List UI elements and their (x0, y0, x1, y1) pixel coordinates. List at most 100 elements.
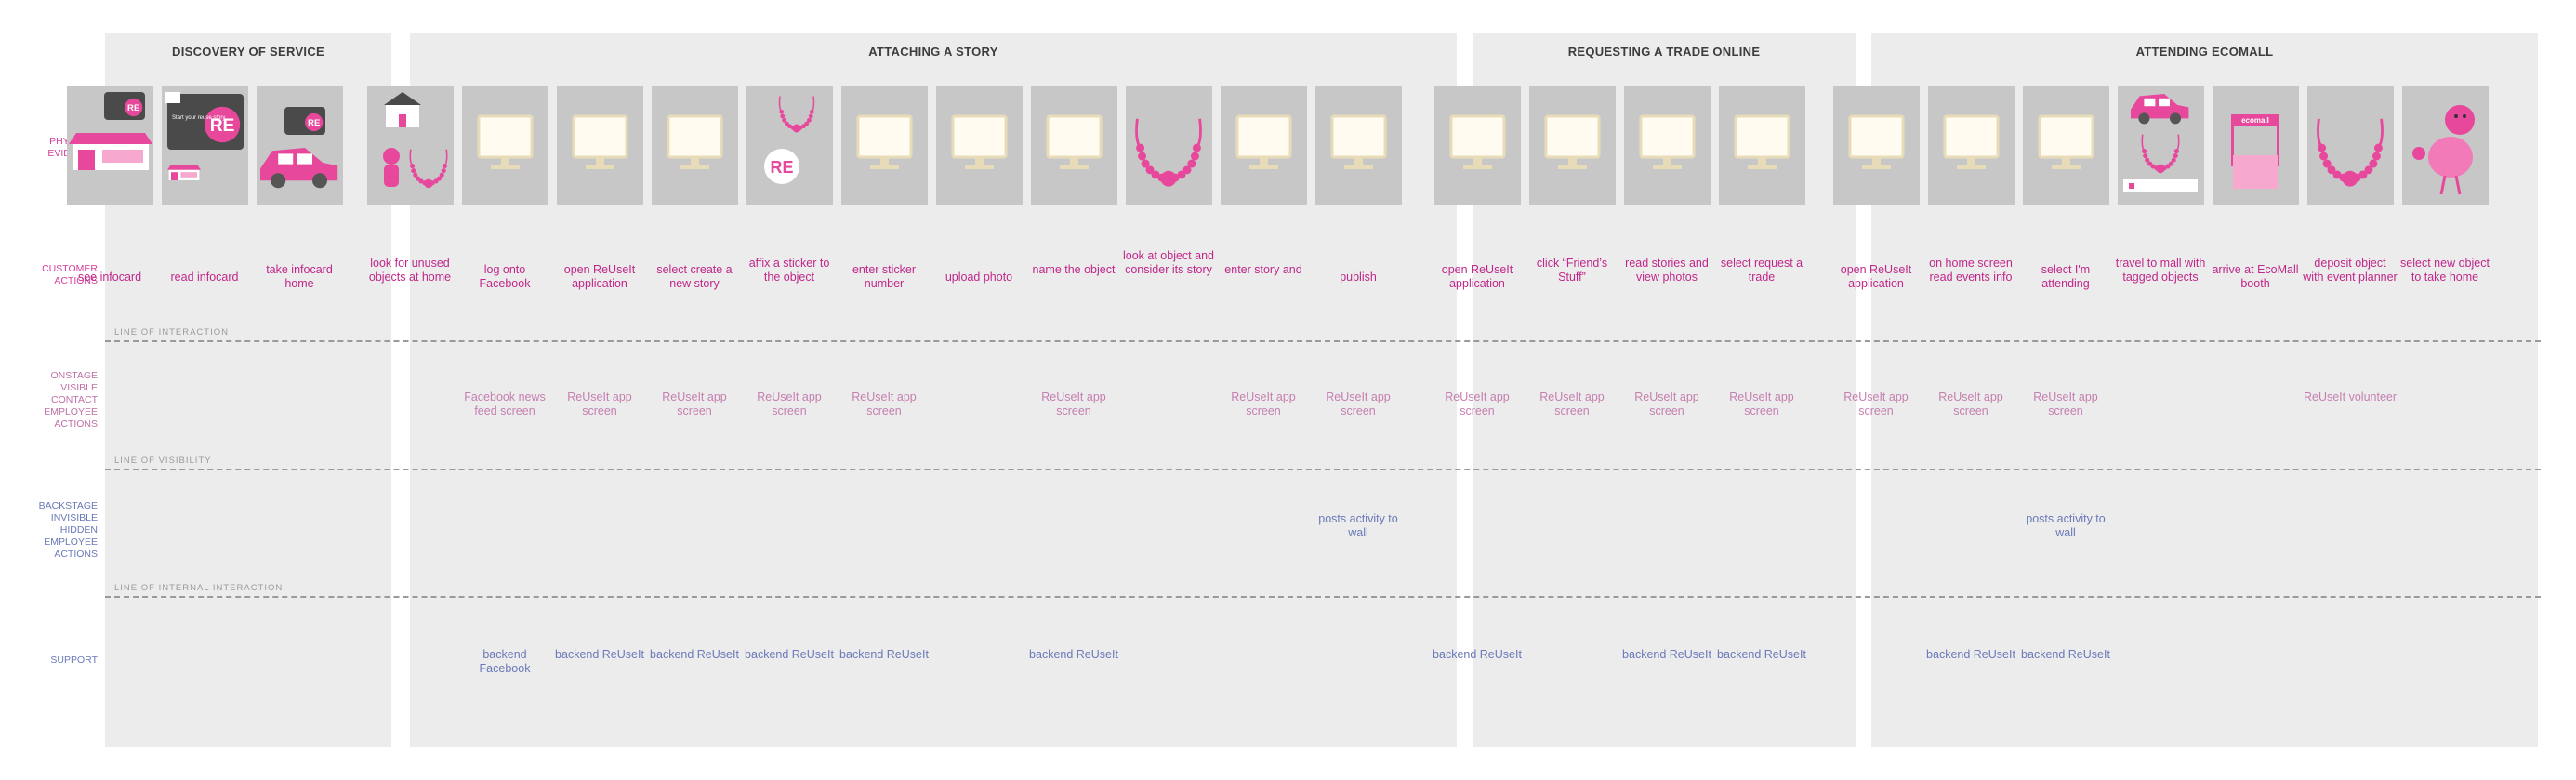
monitor-icon (1449, 114, 1505, 169)
monitor-icon (1330, 114, 1386, 169)
divider-line-interaction (105, 340, 2541, 342)
monitor-icon (667, 114, 722, 169)
physical-evidence-card (1927, 86, 2015, 205)
row-label-support: SUPPORT (50, 654, 98, 666)
customer-action: click “Friend’s Stuff” (1536, 256, 1608, 284)
phase-title: DISCOVERY OF SERVICE (172, 45, 324, 59)
customer-action: see infocard (77, 270, 142, 284)
monitor-icon (1046, 114, 1102, 169)
customer-action: on home screen read events info (1929, 256, 2013, 284)
divider-label-visibility: LINE OF VISIBILITY (114, 456, 212, 466)
ecomall-booth-icon: ecomall (2230, 114, 2279, 189)
physical-evidence-card (2117, 86, 2204, 205)
divider-line-internal (105, 596, 2541, 598)
customer-action: read infocard (170, 270, 239, 284)
support-process: backend ReUseIt (1029, 648, 1118, 661)
physical-evidence-card (935, 86, 1023, 205)
customer-action: open ReUseIt application (1840, 263, 1912, 290)
onstage-action: ReUseIt app screen (1938, 390, 2003, 417)
physical-evidence-card: RE (66, 86, 153, 205)
onstage-action: ReUseIt app screen (662, 390, 727, 417)
customer-action: arrive at EcoMall booth (2212, 263, 2299, 290)
customer-action: select I'm attending (2041, 263, 2091, 290)
monitor-icon (1734, 114, 1790, 169)
customer-action: log onto Facebook (479, 263, 531, 290)
onstage-action: ReUseIt app screen (1729, 390, 1794, 417)
backstage-action: posts activity to wall (2026, 511, 2106, 539)
svg-text:Start your reuse story: Start your reuse story (172, 115, 225, 121)
row-label-customer: CUSTOMER ACTIONS (42, 263, 98, 286)
monitor-icon (1848, 114, 1904, 169)
phase-title: ATTACHING A STORY (868, 45, 998, 59)
support-process: backend ReUseIt (839, 648, 929, 661)
monitor-icon (477, 114, 533, 169)
support-process: backend ReUseIt (555, 648, 644, 661)
support-process: backend ReUseIt (1433, 648, 1522, 661)
monitor-icon (856, 114, 912, 169)
customer-action: travel to mall with tagged objects (2115, 256, 2206, 284)
customer-action: affix a sticker to the object (748, 256, 830, 284)
physical-evidence-card (1030, 86, 1117, 205)
customer-action: select create a new story (656, 263, 733, 290)
monitor-icon (572, 114, 627, 169)
monitor-icon (951, 114, 1007, 169)
customer-action: name the object (1032, 263, 1116, 276)
physical-evidence-card (2401, 86, 2489, 205)
physical-evidence-card (840, 86, 928, 205)
physical-evidence-card: RE (746, 86, 833, 205)
onstage-action: ReUseIt app screen (1041, 390, 1106, 417)
infocard-car-icon: RE (259, 107, 337, 189)
physical-evidence-card (651, 86, 738, 205)
monitor-icon (2038, 114, 2094, 169)
support-process: backend ReUseIt (2021, 648, 2110, 661)
physical-evidence-card (1718, 86, 1805, 205)
monitor-icon (1544, 114, 1600, 169)
monitor-icon (1235, 114, 1291, 169)
monitor-icon (1639, 114, 1695, 169)
svg-text:RE: RE (209, 116, 234, 136)
backstage-action: posts activity to wall (1318, 511, 1398, 539)
physical-evidence-card (1433, 86, 1521, 205)
onstage-action: ReUseIt app screen (2033, 390, 2098, 417)
onstage-action: ReUseIt app screen (1326, 390, 1391, 417)
support-process: backend ReUseIt (1926, 648, 2015, 661)
customer-action: open ReUseIt application (1441, 263, 1513, 290)
onstage-action: ReUseIt app screen (1634, 390, 1699, 417)
physical-evidence-card (556, 86, 643, 205)
support-process: backend ReUseIt (1717, 648, 1806, 661)
physical-evidence-card: ecomall (2212, 86, 2299, 205)
physical-evidence-card (1623, 86, 1711, 205)
support-process: backend Facebook (479, 648, 531, 675)
onstage-action: ReUseIt app screen (852, 390, 917, 417)
onstage-action: ReUseIt app screen (1843, 390, 1909, 417)
customer-action: enter story and (1224, 263, 1302, 276)
row-label-onstage: ONSTAGE VISIBLE CONTACT EMPLOYEE ACTIONS (44, 370, 98, 430)
physical-evidence-card (1832, 86, 1920, 205)
infocard-store-icon: RE (68, 92, 152, 170)
divider-label-interaction: LINE OF INTERACTION (114, 327, 229, 337)
svg-text:ecomall: ecomall (2241, 116, 2269, 125)
customer-action: open ReUseIt application (563, 263, 636, 290)
onstage-action: Facebook news feed screen (464, 390, 546, 417)
house-objects-icon (382, 92, 447, 189)
necklace-icon (1134, 118, 1202, 187)
phase-title: REQUESTING A TRADE ONLINE (1567, 45, 1761, 59)
car-necklace-icon (2122, 94, 2198, 192)
customer-action: upload photo (945, 270, 1013, 284)
phase-title: ATTENDING ECOMALL (2135, 45, 2274, 59)
row-label-backstage: BACKSTAGE INVISIBLE HIDDEN EMPLOYEE ACTI… (38, 500, 98, 560)
customer-action: select new object to take home (2400, 256, 2490, 284)
necklace-icon (2316, 118, 2384, 187)
physical-evidence-card (1220, 86, 1307, 205)
monitor-icon (1943, 114, 1999, 169)
onstage-action: ReUseIt app screen (757, 390, 822, 417)
necklace-sticker-icon: RE (763, 96, 814, 184)
divider-label-internal: LINE OF INTERNAL INTERACTION (114, 583, 284, 593)
onstage-action: ReUseIt app screen (1231, 390, 1296, 417)
physical-evidence-card (1528, 86, 1616, 205)
svg-text:RE: RE (770, 158, 793, 177)
onstage-action: ReUseIt app screen (1539, 390, 1605, 417)
customer-action: look at object and consider its story (1123, 249, 1214, 276)
